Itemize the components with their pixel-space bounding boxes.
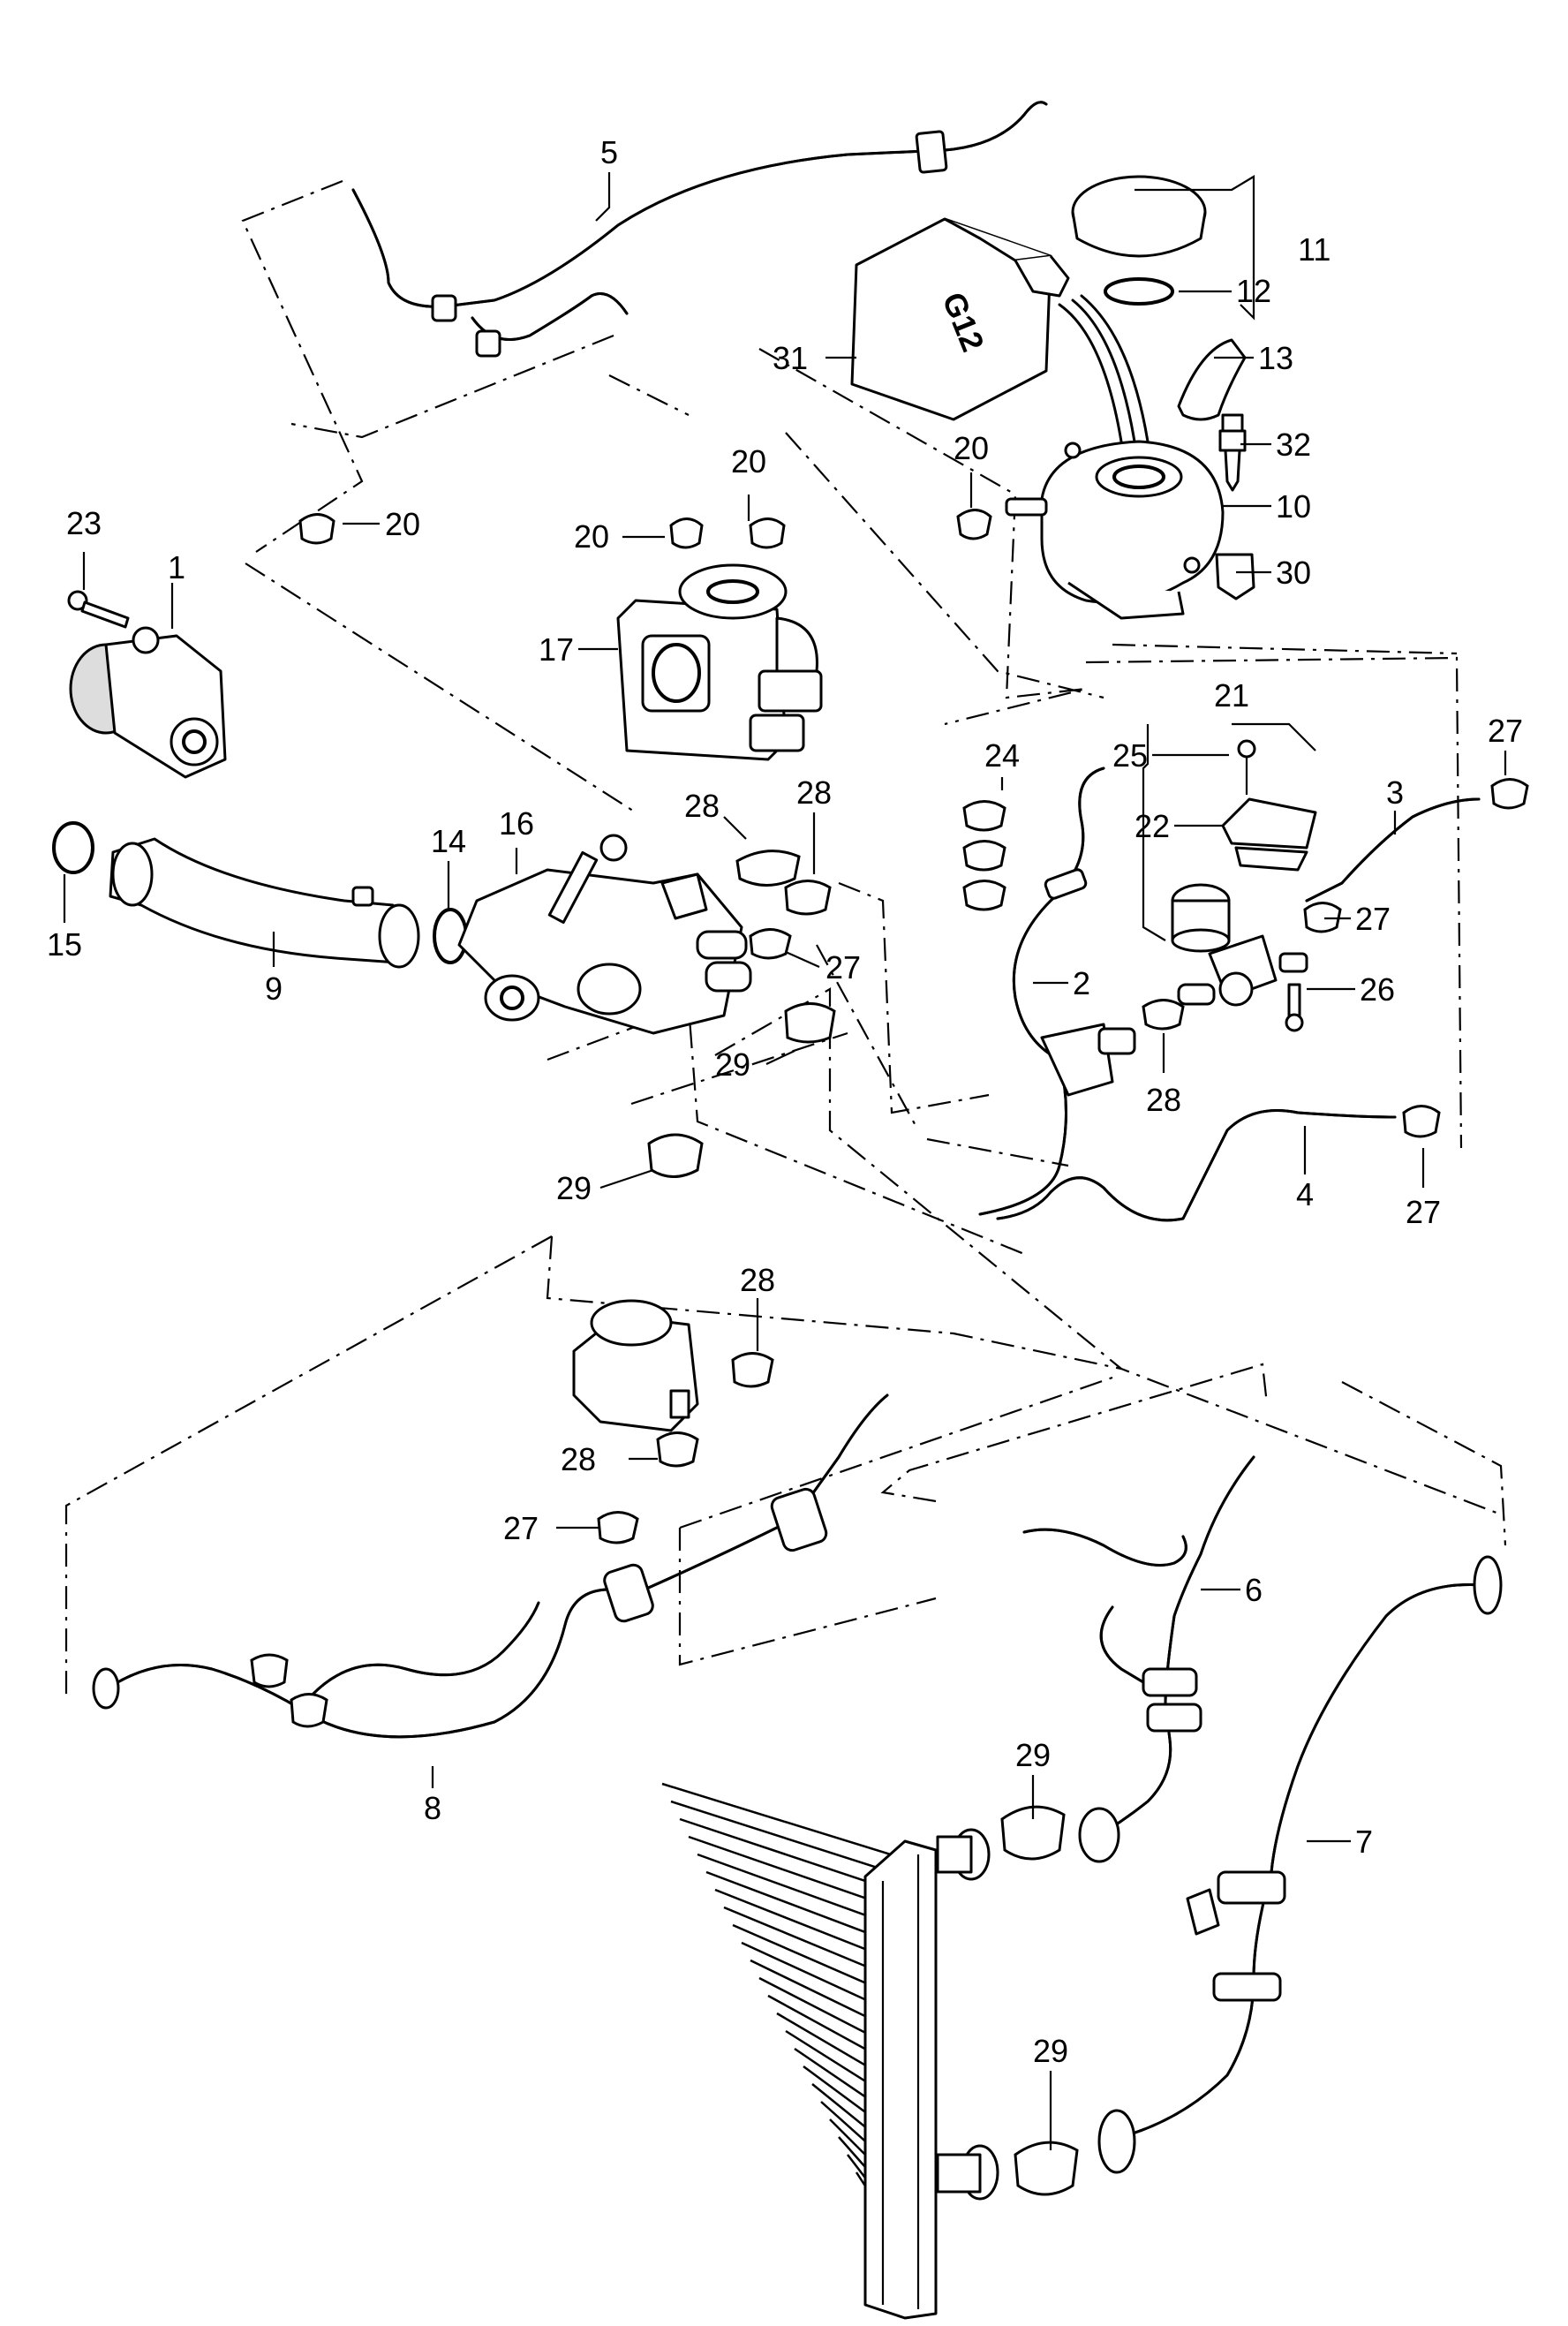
assembly-lines: [64, 179, 1507, 1695]
callout-5: 5: [600, 134, 618, 170]
callout-28-c: 28: [1146, 1082, 1181, 1118]
clamp-27-c: [1303, 902, 1342, 933]
bracket-13: [1177, 338, 1247, 421]
callout-16: 16: [499, 805, 534, 842]
callout-27-c: 27: [1488, 713, 1523, 749]
callout-17: 17: [539, 631, 574, 668]
o-ring-15: [52, 821, 94, 874]
sender-32: [1218, 413, 1247, 492]
callout-11: 11: [1298, 231, 1331, 268]
callout-29-a: 29: [715, 1046, 750, 1083]
callout-27-e: 27: [503, 1510, 539, 1546]
callout-28-a: 28: [684, 788, 720, 824]
bolt-26: [67, 590, 130, 629]
hose-6: [1022, 1455, 1255, 1863]
callout-12: 12: [1236, 273, 1271, 309]
expansion-tank-10: [1005, 440, 1225, 620]
callout-24: 26: [1360, 971, 1395, 1008]
clamp-28-a: [735, 850, 801, 887]
callout-3: 3: [1386, 774, 1404, 811]
thermostat-housing-16: [457, 834, 752, 1035]
callout-27-d: 27: [1406, 1194, 1441, 1230]
callout-22-a: 20: [385, 506, 420, 542]
clamp-29-a: [784, 1002, 836, 1044]
clamp-22-d: [956, 509, 992, 540]
clamp-29-d: [1014, 2141, 1079, 2196]
hose-5: [351, 101, 1048, 358]
clamps-23: [962, 800, 1006, 911]
housing-17: [616, 563, 823, 761]
callout-29-c: 29: [1015, 1737, 1051, 1773]
callout-23: 24: [984, 737, 1020, 774]
callout-25: 25: [1112, 737, 1148, 774]
callout-22-b: 20: [574, 518, 609, 555]
callout-numbers: 5 11 12 13 32 10 30 31 20 20 20 20 23 1 …: [47, 134, 1523, 2069]
clamp-27-d: [1402, 1105, 1441, 1138]
callout-28-b: 28: [796, 774, 832, 811]
callout-27-b: 27: [1355, 901, 1391, 937]
callout-22-c: 20: [731, 443, 766, 480]
seal-12: [1104, 277, 1174, 306]
clamp-27-a: [749, 928, 792, 960]
callout-31: 31: [773, 340, 808, 376]
callout-8: 8: [424, 1790, 441, 1826]
clamp-22-c: [749, 517, 786, 549]
hose-7: [1097, 1555, 1503, 2174]
pump-1: [69, 626, 227, 779]
callout-20: 21: [1214, 677, 1249, 714]
clamp-22-a: [298, 513, 335, 545]
clamp-29-c: [1000, 1805, 1066, 1861]
callout-21: 22: [1135, 808, 1170, 844]
callout-26: 23: [66, 505, 102, 541]
cap-11: [1071, 175, 1207, 306]
callout-22-d: 20: [954, 430, 989, 466]
callout-30: 30: [1276, 555, 1311, 591]
small-reservoir: [572, 1299, 699, 1432]
valve-assembly-20: [1171, 739, 1317, 1032]
callout-leaders: [63, 172, 1507, 2150]
hose-3: [1303, 778, 1529, 933]
callout-13: 13: [1258, 340, 1293, 376]
callout-32: 32: [1276, 427, 1311, 463]
clamp-28-d: [731, 1352, 774, 1388]
callout-10: 10: [1276, 488, 1311, 525]
callout-6: 6: [1245, 1572, 1263, 1608]
callout-29-b: 29: [556, 1170, 592, 1206]
clamp-28-c: [1142, 999, 1185, 1031]
callout-9: 9: [265, 970, 283, 1007]
pipe-9: [109, 837, 420, 969]
callout-4: 4: [1296, 1176, 1314, 1212]
callout-1: 1: [168, 549, 185, 585]
coolant-can-31: G12: [850, 217, 1150, 443]
callout-29-d: 29: [1033, 2033, 1068, 2069]
clamp-29-b: [647, 1133, 704, 1178]
callout-28-e: 28: [561, 1441, 596, 1477]
hose-2: [978, 767, 1136, 1216]
callout-14: 14: [431, 823, 466, 859]
callout-2: 2: [1073, 965, 1090, 1001]
hose-4: [996, 1105, 1441, 1222]
callout-7: 7: [1355, 1824, 1373, 1860]
callout-27-a: 27: [825, 949, 861, 986]
clamp-28-b: [784, 880, 832, 916]
hose-8: [92, 1393, 889, 1739]
callout-15: 15: [47, 926, 82, 963]
clamp-27-e: [597, 1511, 639, 1544]
radiator: [661, 1782, 999, 2320]
clamp-28-e: [656, 1431, 699, 1468]
nut-30: [1215, 553, 1255, 600]
clamp-27-b: [1490, 778, 1529, 810]
clamp-22-b: [669, 517, 704, 549]
callout-28-d: 28: [740, 1262, 775, 1298]
